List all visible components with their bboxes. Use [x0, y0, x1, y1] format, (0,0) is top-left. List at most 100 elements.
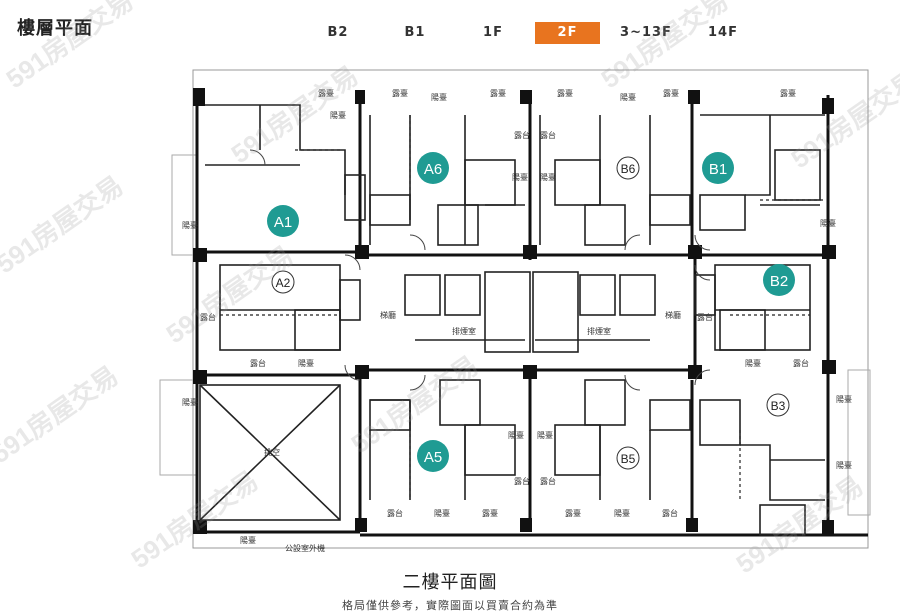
label-terrace-7: 露臺 — [482, 508, 498, 518]
tab-b2[interactable]: B2 — [327, 25, 349, 40]
plan-stroke — [694, 264, 711, 281]
plan-stroke — [688, 245, 702, 259]
plan-stroke — [484, 271, 531, 353]
plan-stroke — [523, 365, 537, 379]
plan-stroke — [554, 159, 601, 206]
plan-stroke — [694, 234, 711, 251]
plan-stroke — [193, 520, 207, 534]
label-terrace-1: 露臺 — [318, 88, 334, 98]
unit-badge-a5: A5 — [417, 440, 449, 472]
plan-stroke — [404, 274, 441, 316]
unit-badge-b3: B3 — [766, 393, 790, 417]
plan-stroke — [355, 245, 369, 259]
label-balcony-8: 陽臺 — [298, 358, 314, 368]
plan-stroke — [616, 446, 640, 470]
label-balcony-17: 陽臺 — [240, 535, 256, 545]
plan-stroke — [688, 90, 700, 104]
plan-stroke — [369, 194, 411, 226]
plan-stroke — [822, 520, 834, 534]
plan-stroke — [193, 88, 205, 106]
plan-stroke — [520, 90, 532, 104]
tab-b1[interactable]: B1 — [404, 25, 426, 40]
plan-stroke — [344, 364, 361, 381]
label-balcony-7: 陽臺 — [820, 218, 836, 228]
label-balcony-16: 陽臺 — [614, 508, 630, 518]
label-dew-terrace-9: 露台 — [387, 508, 403, 518]
plan-stroke — [409, 234, 426, 251]
label-dew-terrace-3: 露台 — [200, 312, 216, 322]
tab-3-13f[interactable]: 3~13F — [620, 25, 672, 40]
plan-stroke — [719, 309, 766, 351]
unit-label-a5: A5 — [424, 449, 442, 466]
dashed-lines — [220, 115, 825, 500]
unit-badge-b6: B6 — [616, 156, 640, 180]
plan-stroke — [714, 264, 811, 351]
site-boundary — [192, 69, 869, 549]
label-balcony-9: 陽臺 — [745, 358, 761, 368]
plan-stroke — [766, 393, 790, 417]
plan-stroke — [439, 379, 481, 426]
plan-stroke — [294, 309, 341, 351]
plan-stroke — [584, 379, 626, 426]
label-dew-terrace-2: 露台 — [540, 130, 556, 140]
plan-stroke — [822, 98, 834, 114]
plan-stroke — [369, 399, 411, 431]
plan-stroke — [554, 424, 601, 476]
plan-stroke — [193, 370, 207, 384]
label-dew-terrace-10: 露台 — [662, 508, 678, 518]
columns — [193, 88, 836, 534]
unit-label-a6: A6 — [424, 161, 442, 178]
plan-stroke — [619, 274, 656, 316]
label-balcony-12: 陽臺 — [836, 460, 852, 470]
unit-label-b1: B1 — [709, 161, 727, 178]
plan-stroke — [694, 369, 711, 386]
unit-label-b6: B6 — [621, 162, 636, 176]
unit-label-b3: B3 — [771, 399, 786, 413]
plan-stroke — [584, 204, 626, 246]
unit-badge-b1: B1 — [702, 152, 734, 184]
unit-badge-a1: A1 — [267, 205, 299, 237]
plan-stroke — [532, 271, 579, 353]
plan-stroke — [745, 115, 771, 196]
interior-walls — [199, 104, 825, 536]
label-terrace-8: 露臺 — [565, 508, 581, 518]
unit-label-b5: B5 — [621, 452, 636, 466]
disclaimer-note: 格局僅供參考，實際圖面以買賣合約為準 — [342, 599, 558, 612]
tab-14f[interactable]: 14F — [708, 25, 738, 40]
plan-stroke — [686, 518, 698, 532]
plan-stroke — [344, 174, 366, 221]
plan-stroke — [688, 365, 702, 379]
plan-stroke — [267, 205, 299, 237]
plan-stroke — [740, 444, 825, 501]
plan-stroke — [822, 245, 836, 259]
label-smoke-2: 排煙室 — [587, 326, 611, 336]
tab-1f[interactable]: 1F — [483, 25, 503, 40]
plan-stroke — [523, 245, 537, 259]
label-stair-2: 梯廳 — [665, 310, 681, 320]
plan-stroke — [249, 149, 266, 166]
plan-stroke — [702, 152, 734, 184]
plan-stroke — [763, 264, 795, 296]
plan-stroke — [699, 399, 741, 446]
label-dew-terrace-6: 露台 — [793, 358, 809, 368]
label-terrace-3: 露臺 — [490, 88, 506, 98]
tab-2f[interactable]: 2F — [535, 22, 600, 44]
unit-badge-a2: A2 — [271, 270, 295, 294]
unit-badge-b2: B2 — [763, 264, 795, 296]
plan-stroke — [355, 90, 365, 104]
plan-stroke — [344, 254, 361, 271]
plan-stroke — [205, 104, 346, 195]
unit-label-b2: B2 — [770, 273, 788, 290]
plan-stroke — [417, 440, 449, 472]
plan-stroke — [759, 504, 806, 536]
plan-stroke — [355, 365, 369, 379]
plan-stroke — [649, 194, 691, 226]
plan-caption: 二樓平面圖 — [402, 572, 498, 593]
unit-badges: A1 A6 B1 B2 A5 A2 B6 B3 — [267, 152, 795, 472]
door-swings — [249, 149, 711, 391]
page-title: 樓層平面 — [17, 18, 93, 39]
plan-stroke — [774, 149, 821, 201]
label-balcony-10: 陽臺 — [182, 397, 198, 407]
plan-stroke — [339, 279, 361, 321]
plan-stroke — [409, 374, 426, 391]
